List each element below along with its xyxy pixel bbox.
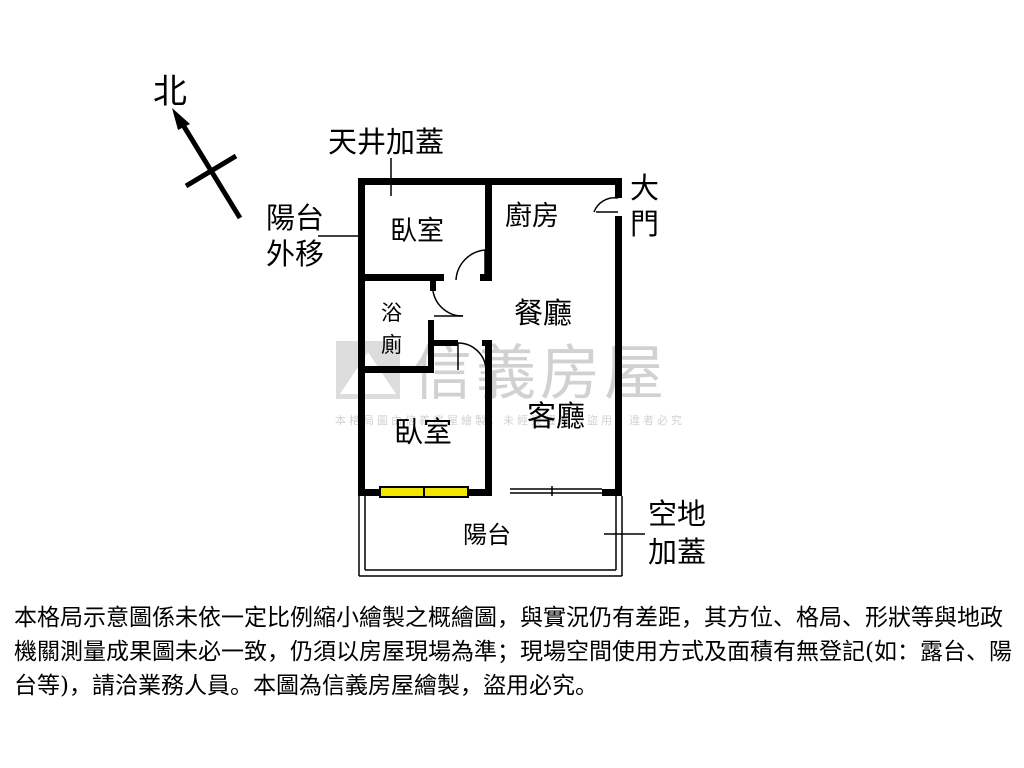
- sliding-door: [510, 486, 602, 496]
- bathroom-label-line1: 浴: [381, 301, 402, 325]
- disclaimer-text: 本格局示意圖係未依一定比例縮小繪製之概繪圖，與實況仍有差距，其方位、格局、形狀等…: [14, 605, 1012, 699]
- kitchen-label: 廚房: [505, 201, 559, 232]
- entrance-label-line1: 大: [630, 171, 659, 205]
- living-room-label: 客廳: [527, 399, 585, 433]
- north-arrow-icon: [172, 108, 243, 220]
- skylight-addition-label: 天井加蓋: [328, 125, 444, 159]
- leader-lines: [318, 158, 645, 535]
- balcony-moved-label-line1: 陽台: [266, 201, 324, 235]
- doors: [432, 196, 619, 371]
- balcony-moved-label-line2: 外移: [266, 237, 324, 271]
- window: [379, 486, 469, 498]
- dining-room-label: 餐廳: [514, 296, 572, 330]
- north-label: 北: [153, 72, 187, 112]
- balcony-label: 陽台: [463, 521, 511, 549]
- open-space-label-line2: 加蓋: [648, 535, 706, 569]
- bedroom-top-label: 臥室: [390, 216, 444, 247]
- open-space-label-line1: 空地: [648, 497, 706, 531]
- bedroom-bottom-label: 臥室: [394, 415, 452, 449]
- bathroom-label-line2: 廁: [381, 333, 402, 357]
- watermark-notice: 本格局圖由信義房屋繪製，未經授權請勿盜用，違者必究: [335, 413, 685, 427]
- entrance-label-line2: 門: [630, 207, 659, 241]
- balcony-outline: [358, 496, 623, 577]
- floor-plan: 信義房屋 本格局圖由信義房屋繪製，未經授權請勿盜用，違者必究 北: [153, 72, 706, 577]
